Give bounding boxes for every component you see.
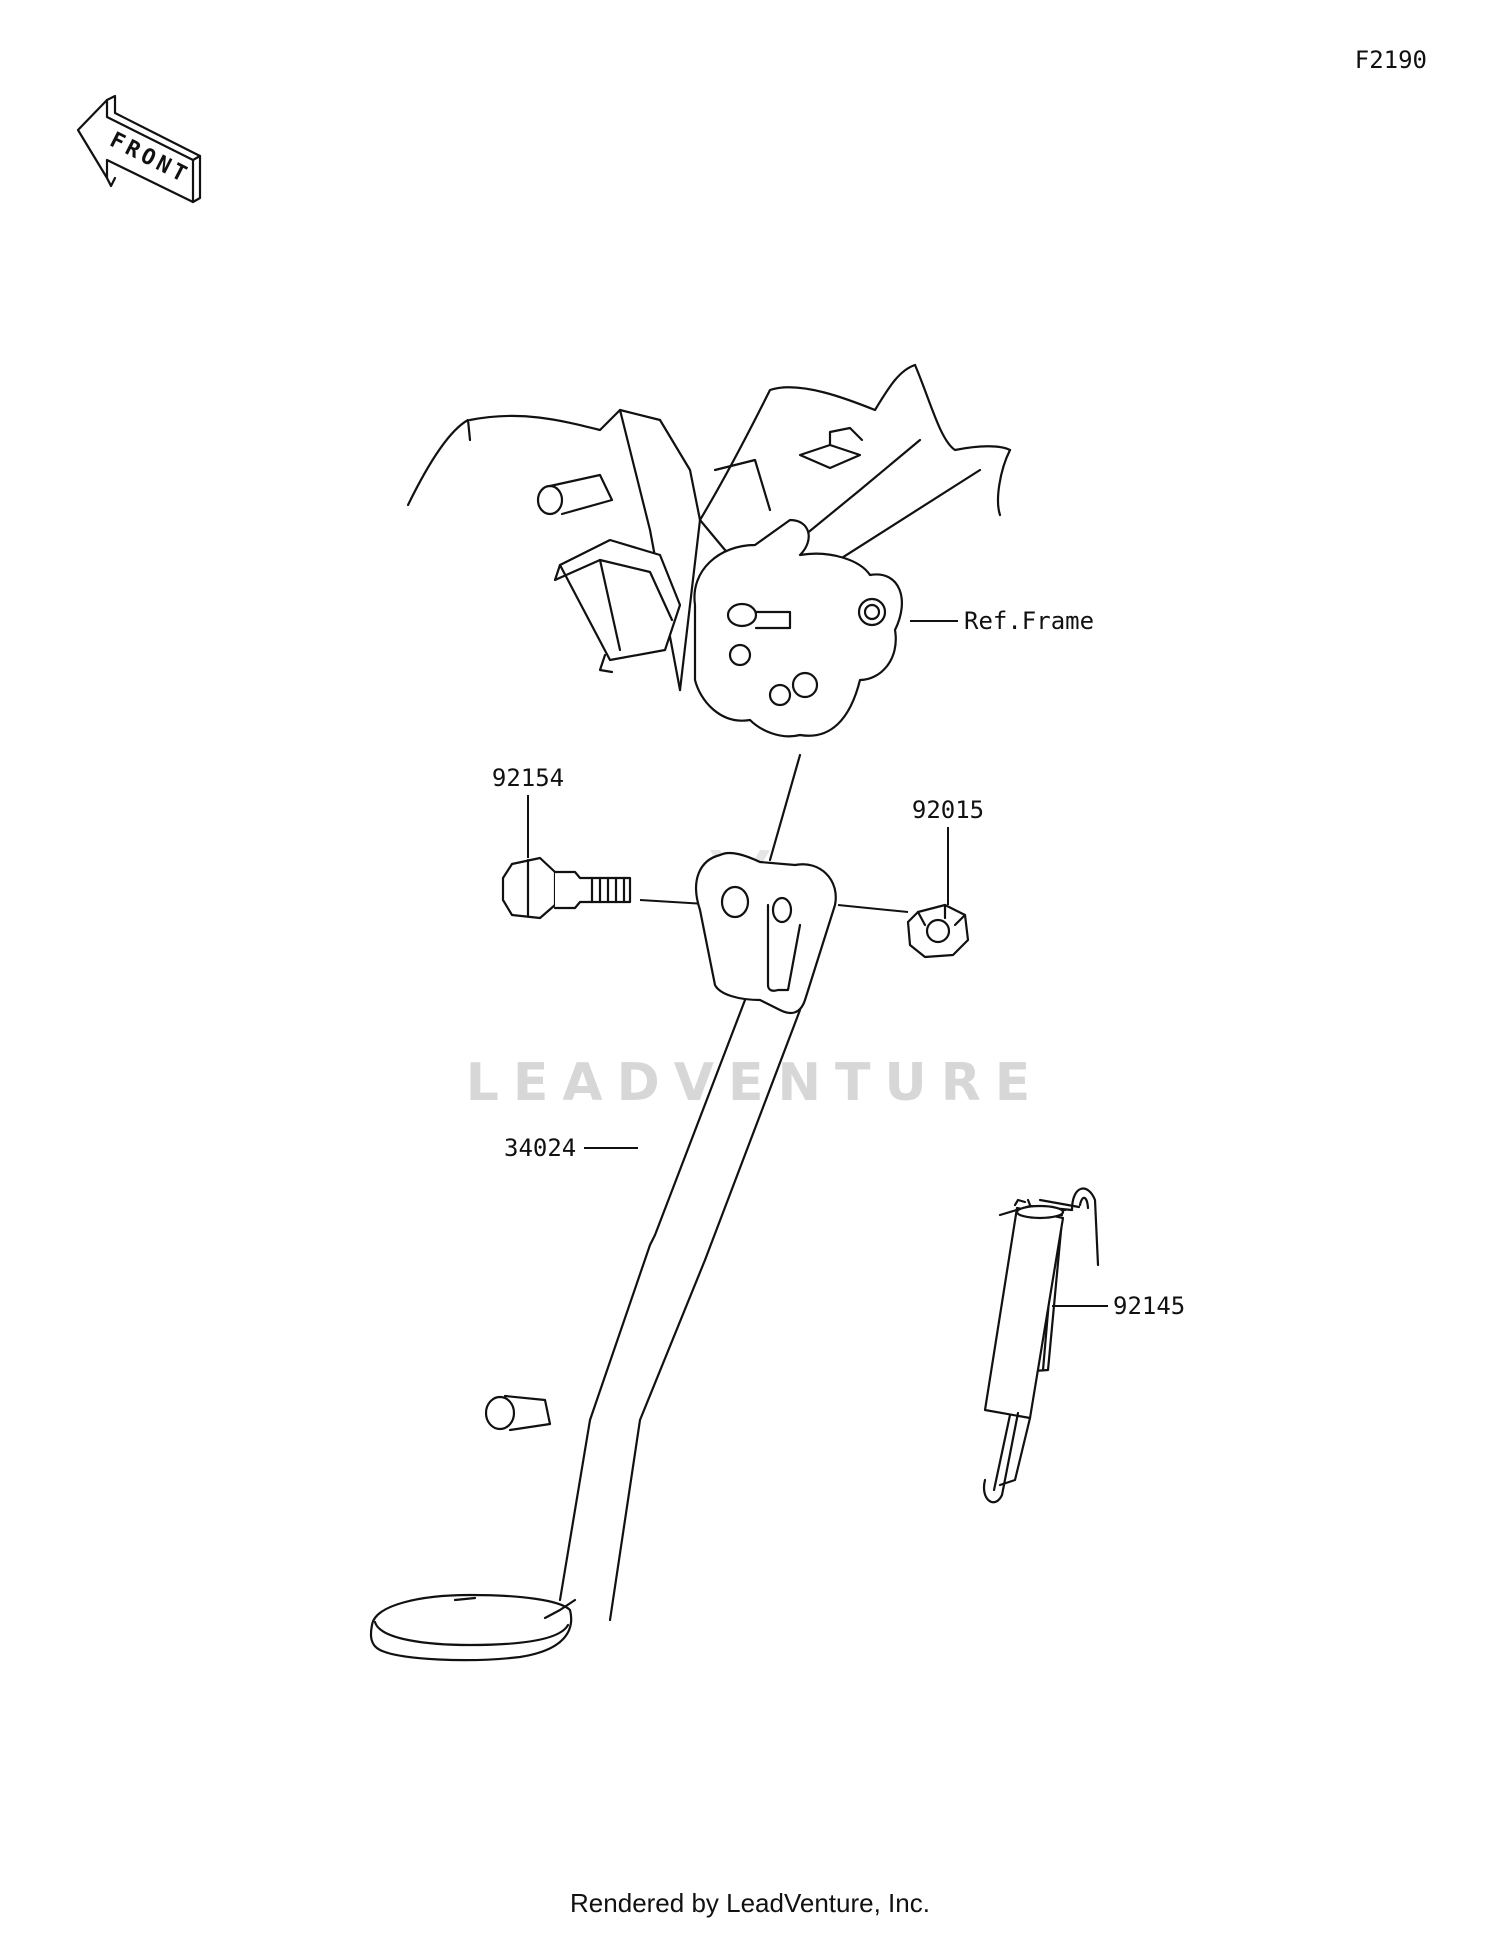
nut-92015 xyxy=(906,903,970,959)
leader-nut xyxy=(837,904,909,913)
stand-to-frame-line xyxy=(768,753,802,862)
spring-92145 xyxy=(982,1187,1100,1504)
watermark-text: LEADVENTURE xyxy=(466,1053,1045,1113)
frame-assembly xyxy=(406,363,1012,738)
front-arrow-icon: FRONT xyxy=(76,94,202,204)
callout-92015: 92015 xyxy=(912,796,984,824)
side-stand-34024 xyxy=(369,753,837,1662)
footer-credit: Rendered by LeadVenture, Inc. xyxy=(570,1888,930,1918)
watermark: LEADVENTURE xyxy=(466,850,1045,1113)
diagram-code: F2190 xyxy=(1355,46,1427,74)
callout-92145: 92145 xyxy=(1113,1292,1185,1320)
ref-frame-label: Ref.Frame xyxy=(964,607,1094,635)
callout-92154: 92154 xyxy=(492,764,564,792)
callout-34024: 34024 xyxy=(504,1134,576,1162)
bolt-92154 xyxy=(501,856,632,920)
